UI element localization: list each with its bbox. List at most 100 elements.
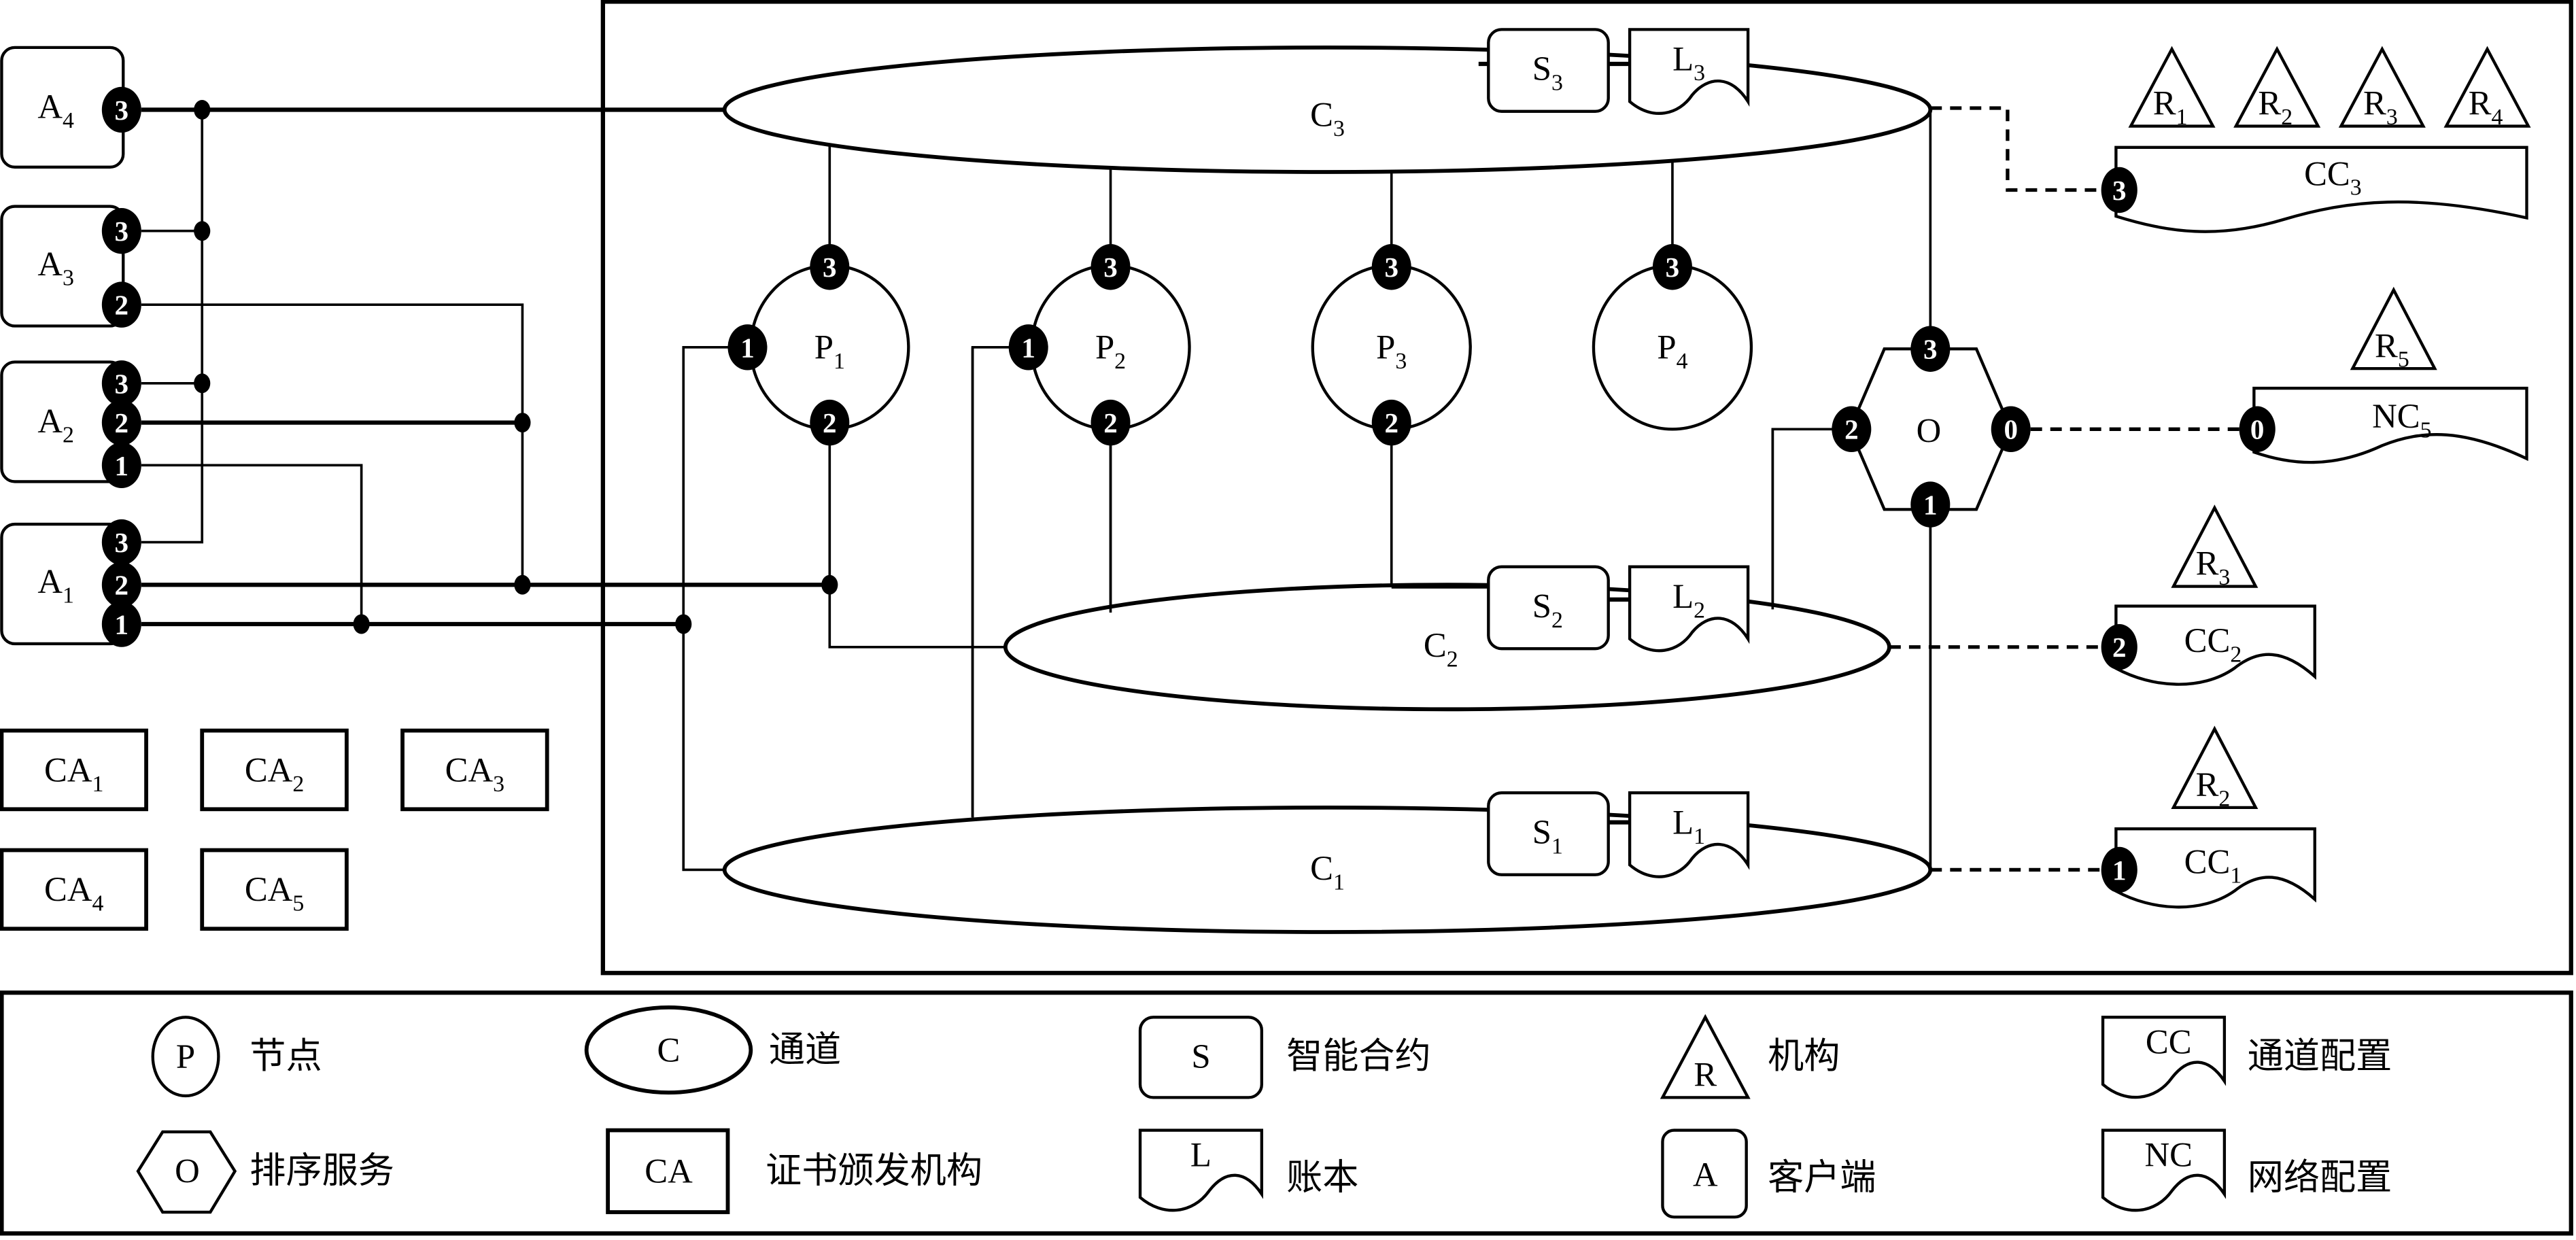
svg-text:1: 1 xyxy=(115,450,129,481)
ca-label: CA2 xyxy=(245,751,304,796)
junction-dot xyxy=(514,413,531,433)
pin: 1 xyxy=(727,324,768,371)
contract-label: S1 xyxy=(1532,813,1563,859)
ledger-label: L3 xyxy=(1672,40,1705,86)
pin: 1 xyxy=(101,442,141,489)
svg-text:证书颁发机构: 证书颁发机构 xyxy=(766,1152,982,1191)
client-a2[interactable]: A2 xyxy=(0,360,125,483)
organization-icon xyxy=(1660,1014,1751,1099)
svg-text:3: 3 xyxy=(1923,334,1938,365)
pin: 2 xyxy=(101,281,141,328)
legend-item-network-config: NC 网络配置 xyxy=(2101,1129,2392,1212)
organization-label: R3 xyxy=(2196,545,2231,590)
network-frame xyxy=(600,0,2573,976)
contract-icon xyxy=(1138,1016,1264,1099)
pin: 3 xyxy=(1652,244,1692,290)
svg-text:2: 2 xyxy=(1844,414,1859,445)
junction-dot xyxy=(675,614,692,634)
wire-p1-c1 xyxy=(682,346,748,872)
ca-3[interactable]: CA3 xyxy=(400,728,549,812)
config-cc1[interactable]: CC1 1 xyxy=(2101,827,2316,909)
client-a4[interactable]: A4 xyxy=(0,46,125,169)
pins: 3 3 2 3 2 1 3 2 1 3 1 2 3 1 2 3 2 3 3 2 … xyxy=(101,86,2031,647)
svg-text:3: 3 xyxy=(2112,175,2127,206)
pin: 3 xyxy=(1910,326,1951,372)
organization-r4[interactable]: R4 xyxy=(2443,46,2531,130)
svg-text:2: 2 xyxy=(115,290,129,321)
organization-r2-cc1[interactable]: R2 xyxy=(2171,725,2259,811)
svg-text:3: 3 xyxy=(115,94,129,126)
client-label: A2 xyxy=(37,402,74,447)
legend-item-organization: R 机构 xyxy=(1660,1014,1840,1099)
ca-1[interactable]: CA1 xyxy=(0,728,148,812)
channel-config-icon xyxy=(2101,1016,2227,1099)
config-label: CC1 xyxy=(2184,842,2242,888)
svg-text:账本: 账本 xyxy=(1286,1158,1358,1197)
svg-text:R: R xyxy=(1694,1056,1717,1094)
pin: 3 xyxy=(1371,244,1411,290)
legend-item-ca: CA 证书颁发机构 xyxy=(606,1128,982,1214)
pin: 3 xyxy=(101,519,141,566)
ledger-label: L2 xyxy=(1672,577,1705,623)
pin: 3 xyxy=(2101,167,2137,213)
svg-text:CC: CC xyxy=(2146,1022,2192,1061)
svg-text:3: 3 xyxy=(1103,252,1118,283)
ledger-label: L1 xyxy=(1672,804,1705,849)
organization-r5[interactable]: R5 xyxy=(2350,286,2437,373)
ca-5[interactable]: CA5 xyxy=(200,848,349,931)
channel-c2[interactable]: C2 xyxy=(1003,583,1891,712)
svg-text:排序服务: 排序服务 xyxy=(250,1152,394,1191)
client-a3[interactable]: A3 xyxy=(0,205,125,328)
ca-4[interactable]: CA4 xyxy=(0,848,148,931)
config-label: CC2 xyxy=(2184,621,2242,667)
contract-s3[interactable]: S3 xyxy=(1487,28,1610,114)
pin: 3 xyxy=(1090,244,1131,290)
organization-label: R4 xyxy=(2469,84,2503,130)
pin: 2 xyxy=(810,399,850,446)
svg-text:3: 3 xyxy=(1666,252,1680,283)
organization-r2[interactable]: R2 xyxy=(2233,46,2321,130)
legend-item-contract: S 智能合约 xyxy=(1138,1016,1431,1099)
wire-bus-3 xyxy=(141,109,204,544)
legend-item-channel: C 通道 xyxy=(584,1005,841,1095)
config-cc3[interactable]: CC3 3 xyxy=(2101,145,2528,233)
client-label: A3 xyxy=(37,245,74,290)
organization-r3-cc2[interactable]: R3 xyxy=(2171,504,2259,590)
organization-label: R2 xyxy=(2258,84,2292,130)
ca-icon xyxy=(606,1128,730,1214)
pin: 3 xyxy=(101,360,141,407)
wire-bus-1 xyxy=(141,464,363,625)
svg-text:3: 3 xyxy=(1384,252,1398,283)
peer-p3[interactable]: P3 xyxy=(1311,264,1472,431)
ledger-l1[interactable]: L1 xyxy=(1628,791,1750,878)
svg-text:1: 1 xyxy=(1923,489,1938,521)
svg-text:S: S xyxy=(1191,1037,1210,1075)
config-label: CC3 xyxy=(2304,154,2362,200)
peer-p4[interactable]: P4 xyxy=(1592,264,1753,431)
organization-label: R1 xyxy=(2153,84,2188,130)
svg-text:O: O xyxy=(175,1152,200,1190)
organization-r3[interactable]: R3 xyxy=(2338,46,2426,130)
contract-s1[interactable]: S1 xyxy=(1487,791,1610,876)
ca-2[interactable]: CA2 xyxy=(200,728,349,812)
pin: 2 xyxy=(101,399,141,446)
svg-text:0: 0 xyxy=(2250,414,2265,445)
svg-text:3: 3 xyxy=(823,252,837,283)
wire-p2-c1 xyxy=(971,346,1029,818)
svg-text:P: P xyxy=(176,1037,195,1075)
svg-text:1: 1 xyxy=(2112,855,2127,886)
organization-r1[interactable]: R1 xyxy=(2128,46,2216,130)
channel-label: C3 xyxy=(1310,96,1345,141)
legend-item-orderer: O 排序服务 xyxy=(136,1130,394,1214)
wire-p1-c2 xyxy=(828,422,1006,649)
pin: 1 xyxy=(2101,846,2137,893)
ledger-l2[interactable]: L2 xyxy=(1628,565,1750,653)
contract-s2[interactable]: S2 xyxy=(1487,565,1610,651)
config-cc2[interactable]: CC2 2 xyxy=(2101,604,2316,686)
svg-text:1: 1 xyxy=(1021,332,1035,363)
pin: 2 xyxy=(1371,399,1411,446)
legend-item-client: A 客户端 xyxy=(1661,1129,1876,1219)
config-nc5[interactable]: NC5 0 xyxy=(2239,386,2528,464)
wire-orderer-c2 xyxy=(1771,428,1852,610)
ledger-l3[interactable]: L3 xyxy=(1628,28,1750,115)
